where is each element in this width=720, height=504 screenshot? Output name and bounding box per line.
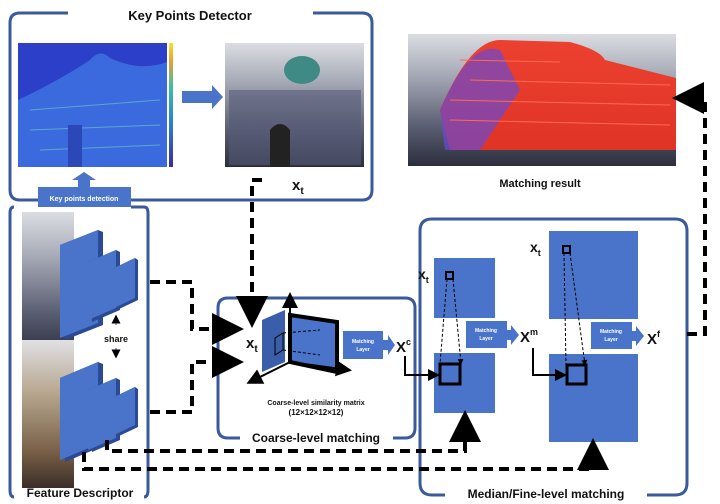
connectors: xt <box>82 82 707 471</box>
median-matching-layer <box>466 321 507 348</box>
key-points-detection-label: Key points detection <box>50 196 119 203</box>
detector-xt-label: xt <box>292 177 304 197</box>
key-points-detector-panel: Key Points Detector Key points detection <box>8 8 374 207</box>
fine-xt-label: xt <box>530 239 541 258</box>
median-xt-label: xt <box>418 266 429 285</box>
feature-descriptor-panel: Feature Descriptor share <box>8 205 150 500</box>
cnn-stack-bottom <box>60 362 138 462</box>
keypoints-photo <box>225 43 364 167</box>
up-arrow-icon <box>72 172 96 187</box>
matching-layer-text: Matching <box>352 339 374 345</box>
matching-result-label: Matching result <box>499 178 581 190</box>
key-points-detection-badge <box>38 187 131 207</box>
matching-layer-text: Matching <box>600 329 622 335</box>
fine-matching-layer <box>591 322 632 349</box>
key-points-detector-title: Key Points Detector <box>128 8 252 23</box>
similarity-matrix-label: Coarse-level similarity matrix <box>267 400 364 407</box>
fine-arrow-icon <box>632 326 644 346</box>
coarse-arrow-icon <box>383 335 395 355</box>
matching-layer-text: Layer <box>356 347 369 353</box>
median-fine-matching-panel: Median/Fine-level matching xt Matching L… <box>418 217 689 501</box>
median-query-point <box>445 271 454 280</box>
matching-layer-text: Layer <box>479 336 492 342</box>
median-arrow-icon <box>507 325 519 345</box>
matching-layer-text: Matching <box>475 328 497 334</box>
fine-block-top <box>549 231 638 319</box>
coarse-matching-panel: Coarse-level matching xt Coarse-level si… <box>216 292 417 445</box>
xf-label: Xf <box>647 329 661 348</box>
similarity-dims-label: (12×12×12×12) <box>289 408 344 417</box>
coarse-matching-layer <box>343 331 383 359</box>
fine-search-window <box>565 363 588 386</box>
median-search-window <box>438 362 462 386</box>
feature-descriptor-title: Feature Descriptor <box>27 486 134 500</box>
fine-block-bottom <box>549 354 638 442</box>
cnn-stack-top <box>60 230 138 340</box>
coarse-matching-title: Coarse-level matching <box>252 431 380 445</box>
colorbar <box>169 43 173 167</box>
heatmap-image <box>18 43 167 167</box>
detector-arrow-icon <box>182 85 223 109</box>
matching-layer-text: Layer <box>604 337 617 343</box>
share-label: share <box>104 334 128 344</box>
matching-result-image <box>408 34 676 166</box>
xm-label: Xm <box>520 327 538 346</box>
median-fine-title: Median/Fine-level matching <box>468 487 625 501</box>
xc-label: Xc <box>396 337 411 356</box>
fine-query-point <box>562 245 571 254</box>
coarse-xt-label: xt <box>246 335 258 355</box>
median-block-top <box>434 258 495 318</box>
similarity-matrix-icon <box>246 292 352 384</box>
